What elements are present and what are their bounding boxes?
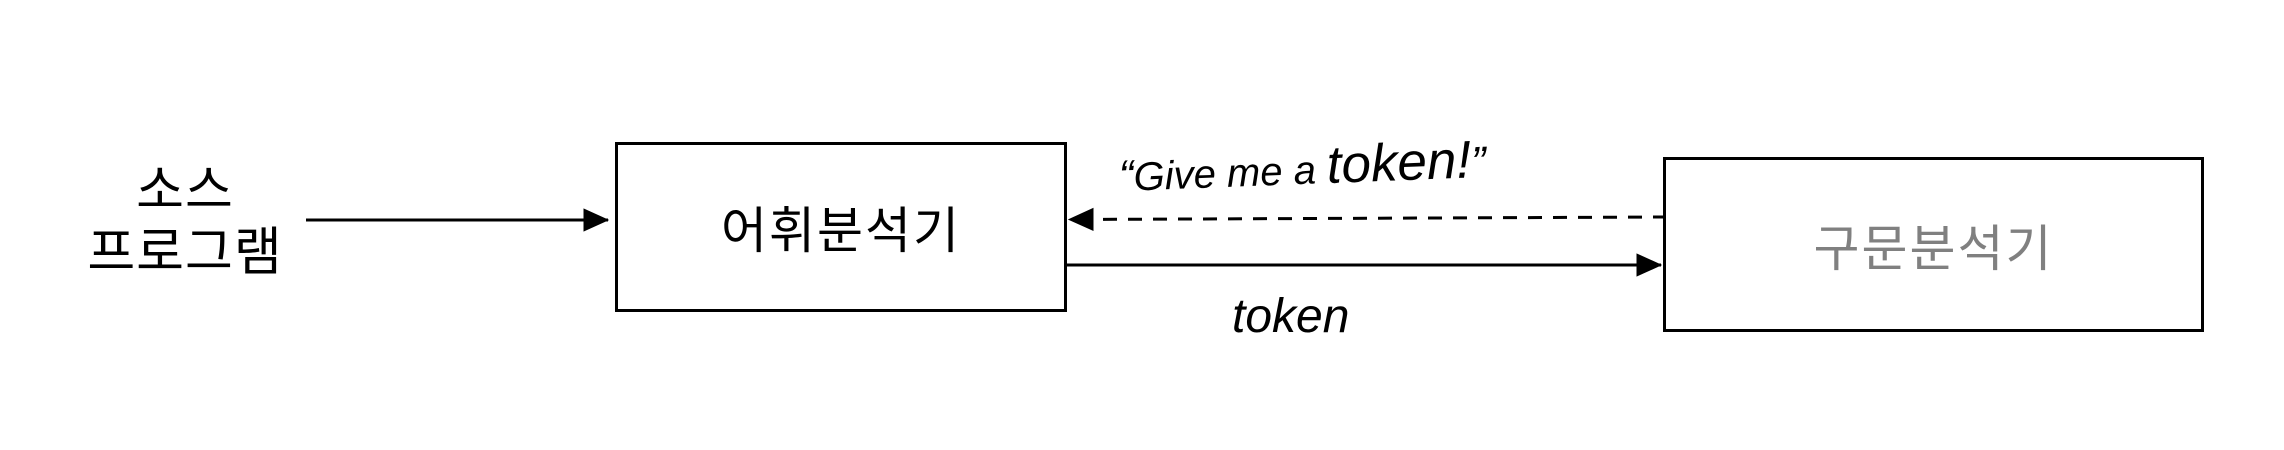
arrow-lexer-to-parser-solid: [1065, 253, 1663, 277]
source-program-line-2: 프로그램: [87, 224, 283, 282]
lexical-analyzer-box[interactable]: 어휘분석기: [615, 142, 1067, 312]
parser-box[interactable]: 구문분석기: [1663, 157, 2204, 332]
parser-label: 구문분석기: [1813, 220, 2054, 277]
lexical-analyzer-label: 어휘분석기: [721, 203, 961, 259]
close-quote-glyph: ”: [1470, 137, 1487, 188]
edge-label-token: token: [1232, 290, 1350, 343]
edge-label-request-emphasis: token!: [1325, 130, 1473, 196]
source-program-label: 소스 프로그램: [40, 160, 330, 284]
arrow-source-to-lexer: [306, 208, 610, 232]
edge-label-give-me-a-token: “Give me a token!”: [1118, 130, 1487, 204]
source-program-line-1: 소스: [136, 162, 234, 220]
edge-label-request-small: Give me a: [1132, 148, 1328, 200]
arrow-parser-to-lexer-dashed: [1067, 207, 1668, 232]
